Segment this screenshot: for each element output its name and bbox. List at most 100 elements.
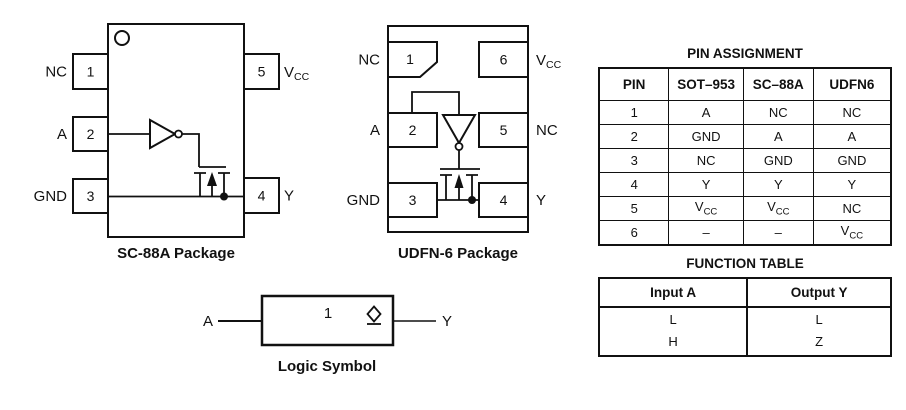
pin-number: 2	[409, 122, 417, 138]
table-cell: NC	[812, 196, 892, 221]
package-caption: UDFN-6 Package	[398, 245, 518, 262]
pin-number: 3	[409, 192, 417, 208]
inverter-gate-icon	[441, 114, 477, 146]
pin-label-nc: NC	[45, 64, 67, 81]
subscript: CC	[775, 206, 790, 218]
inverter-bubble-icon	[174, 129, 183, 139]
logic-symbol-diagram: A 1 Y Logic Symbol	[203, 294, 452, 375]
column-header: Input A	[599, 278, 748, 308]
table-cell: 6	[598, 220, 670, 246]
table-cell: L	[669, 311, 677, 327]
subscript: CC	[703, 206, 718, 218]
table-cell: VCC	[742, 196, 814, 221]
udfn6-package-diagram: 1 2 3 6 5 4 NC A GND VCC NC Y UDFN-6 Pac…	[347, 25, 562, 262]
table-cell: NC	[742, 100, 814, 125]
pin-number: 1	[406, 51, 414, 67]
table-title: PIN ASSIGNMENT	[687, 46, 803, 61]
pin-label-nc: NC	[358, 52, 380, 69]
pin-label-vcc: VCC	[284, 64, 310, 83]
table-cell: 5	[598, 196, 670, 221]
table-cell: H	[668, 333, 678, 349]
table-cell: Y	[742, 172, 814, 197]
column-header: SOT–953	[668, 67, 744, 101]
table-cell: L	[746, 307, 891, 330]
pin-number: 4	[500, 192, 508, 208]
table-cell: GND	[668, 124, 744, 149]
pin-box-5	[243, 53, 280, 90]
table-cell: Y	[812, 172, 892, 197]
table-cell: VCC	[668, 196, 744, 221]
pin-label-gnd: GND	[347, 192, 381, 209]
open-drain-mosfet-icon	[194, 172, 230, 201]
table-cell: A	[742, 124, 814, 149]
pin-pad-1	[387, 41, 438, 78]
logic-symbol-caption: Logic Symbol	[278, 358, 376, 375]
pin-label-gnd: GND	[34, 188, 68, 205]
gate-label: 1	[324, 305, 332, 322]
table-cell: A	[668, 100, 744, 125]
table-cell: –	[742, 220, 814, 246]
pin-label-a: A	[57, 126, 67, 143]
output-label: Y	[442, 313, 452, 330]
table-row: 6––VCC	[598, 220, 892, 246]
table-cell: 3	[598, 148, 670, 173]
column-header: Output Y	[746, 278, 891, 308]
pin1-indicator-dot	[114, 30, 130, 46]
input-label: A	[203, 313, 213, 330]
pin-label-nc: NC	[536, 122, 558, 139]
pin-number: 5	[500, 122, 508, 138]
subscript: CC	[849, 230, 864, 242]
pin-number: 4	[258, 188, 266, 204]
pin-number: 2	[87, 126, 95, 142]
open-drain-mosfet-icon	[440, 174, 478, 204]
inverter-gate-icon	[149, 118, 178, 150]
pin-label-y: Y	[284, 188, 294, 205]
table-cell: Y	[668, 172, 744, 197]
gate-wire	[440, 150, 480, 170]
column-header: UDFN6	[812, 67, 892, 101]
pin-label-vcc: VCC	[536, 52, 562, 71]
column-header: SC–88A	[742, 67, 814, 101]
table-cell: 1	[598, 100, 670, 125]
table-cell: GND	[742, 148, 814, 173]
table-cell: 4	[598, 172, 670, 197]
pin-label-y: Y	[536, 192, 546, 209]
open-drain-icon	[366, 305, 382, 325]
inverter-bubble-icon	[454, 142, 464, 151]
sc88a-package-diagram: 1 2 3 5 4 NC A GND VCC Y SC-88A Package	[34, 23, 310, 262]
gate-wire	[182, 133, 226, 168]
table-cell: 2	[598, 124, 670, 149]
table-cell: NC	[812, 100, 892, 125]
table-cell: A	[812, 124, 892, 149]
pin-number: 5	[258, 64, 266, 80]
table-cell: –	[668, 220, 744, 246]
pin-box-4	[243, 177, 280, 214]
pin-pad-6	[478, 41, 529, 78]
pin-number: 6	[500, 52, 508, 68]
pin-box-1	[72, 53, 109, 90]
package-caption: SC-88A Package	[117, 245, 235, 262]
pin-number: 1	[87, 64, 95, 80]
column-header: PIN	[598, 67, 670, 101]
table-cell: GND	[812, 148, 892, 173]
input-wire	[411, 91, 460, 115]
table-cell: NC	[668, 148, 744, 173]
table-title: FUNCTION TABLE	[686, 256, 804, 271]
table-cell: Z	[746, 330, 891, 356]
table-cell: VCC	[812, 220, 892, 246]
pin-pad-5	[478, 112, 529, 148]
